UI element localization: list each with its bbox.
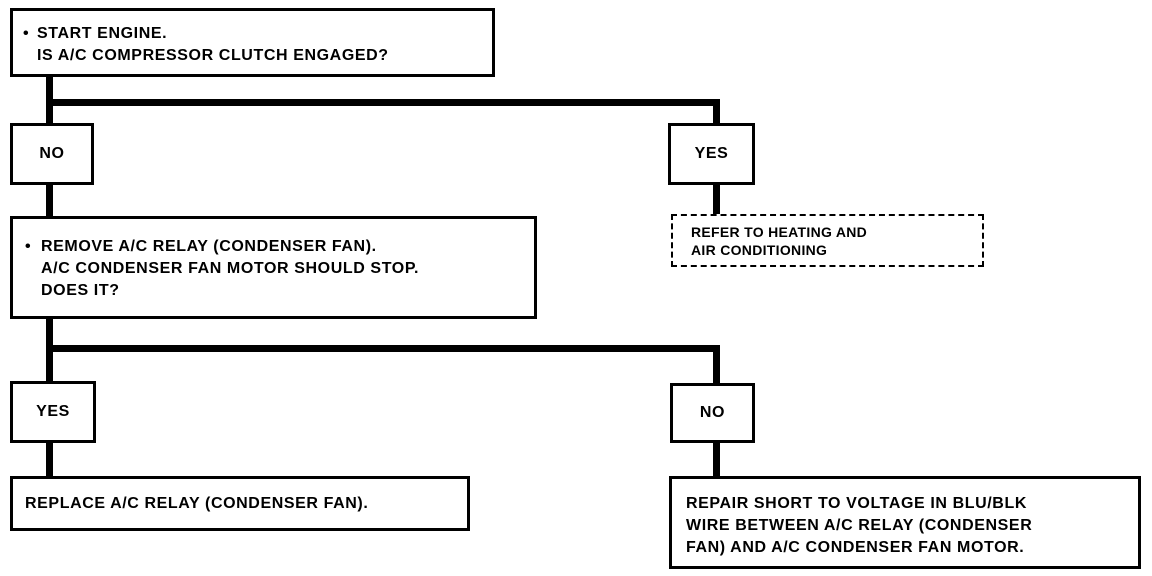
branch1-no-label: NO bbox=[39, 145, 65, 162]
refer-line-1: REFER TO HEATING AND bbox=[691, 224, 868, 240]
connector-no-to-step2 bbox=[46, 184, 53, 218]
repair-line-1: REPAIR SHORT TO VOLTAGE IN BLU/BLK bbox=[686, 495, 1027, 512]
connector-yes-to-refer bbox=[713, 184, 720, 216]
branch2-yes-box: YES bbox=[10, 381, 96, 443]
branch2-no-label: NO bbox=[699, 404, 726, 421]
connector-branch2-no-down bbox=[713, 345, 720, 383]
step2-line-3: DOES IT? bbox=[41, 282, 120, 299]
branch2-no-box: NO bbox=[670, 383, 755, 443]
repair-line-3: FAN) AND A/C CONDENSER FAN MOTOR. bbox=[686, 539, 1025, 556]
step1-line-1: START ENGINE. bbox=[37, 25, 168, 42]
repair-line-2: WIRE BETWEEN A/C RELAY (CONDENSER bbox=[686, 517, 1033, 534]
bullet: • bbox=[25, 238, 32, 255]
step-start-engine-box: • START ENGINE. IS A/C COMPRESSOR CLUTCH… bbox=[10, 8, 495, 77]
branch1-yes-box: YES bbox=[668, 123, 755, 185]
step-remove-relay-box: • REMOVE A/C RELAY (CONDENSER FAN). A/C … bbox=[10, 216, 537, 319]
branch2-yes-label: YES bbox=[36, 403, 70, 420]
bullet: • bbox=[23, 25, 30, 42]
branch1-yes-label: YES bbox=[694, 145, 729, 162]
connector-no-to-repair bbox=[713, 442, 720, 478]
connector-branch1-horizontal bbox=[46, 99, 720, 106]
branch1-no-box: NO bbox=[10, 123, 94, 185]
step2-line-1: REMOVE A/C RELAY (CONDENSER FAN). bbox=[41, 238, 377, 255]
step1-line-2: IS A/C COMPRESSOR CLUTCH ENGAGED? bbox=[37, 47, 389, 64]
refer-heating-box: REFER TO HEATING AND AIR CONDITIONING bbox=[671, 214, 984, 267]
replace-relay-box: REPLACE A/C RELAY (CONDENSER FAN). bbox=[10, 476, 470, 531]
connector-branch1-yes-down bbox=[713, 99, 720, 125]
repair-short-box: REPAIR SHORT TO VOLTAGE IN BLU/BLK WIRE … bbox=[669, 476, 1141, 569]
replace-text: REPLACE A/C RELAY (CONDENSER FAN). bbox=[25, 494, 369, 512]
connector-branch2-horizontal bbox=[46, 345, 720, 352]
refer-line-2: AIR CONDITIONING bbox=[691, 242, 828, 258]
connector-yes-to-replace bbox=[46, 442, 53, 478]
step2-line-2: A/C CONDENSER FAN MOTOR SHOULD STOP. bbox=[41, 260, 420, 277]
